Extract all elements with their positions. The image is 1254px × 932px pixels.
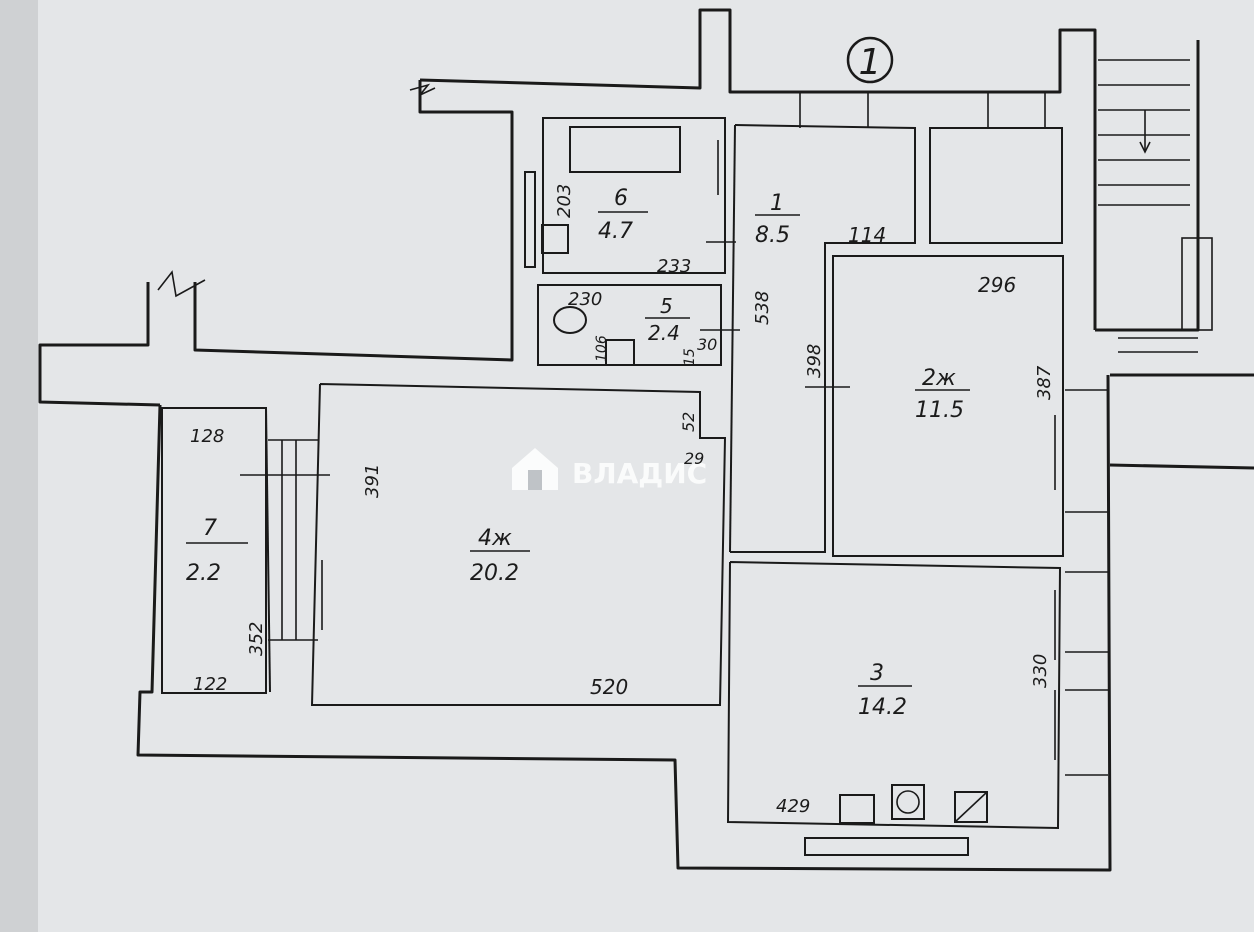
dim-29: 29 [684,449,704,468]
sink-icon-6 [541,224,569,254]
plan-marker: 1 [846,36,894,84]
room-6-area: 4.7 [598,219,633,244]
interior-walls [161,59,1213,856]
plan-marker-number: 1 [859,42,882,83]
paper-shadow [0,0,38,932]
room-5-number: 5 [660,294,673,318]
dim-203: 203 [554,184,575,218]
dim-128: 128 [190,426,224,447]
windows [268,92,1108,776]
dim-230: 230 [568,289,602,310]
dim-352: 352 [246,622,267,656]
watermark: ВЛАДИС [512,448,707,490]
house-logo-icon [512,448,558,490]
stove-icon [839,794,875,824]
dim-398: 398 [804,344,825,378]
room-5-area: 2.4 [648,321,680,345]
room-3-area: 14.2 [858,695,907,720]
sink-icon-3 [954,791,988,823]
room-3-number: 3 [870,661,884,686]
dim-30: 30 [697,335,717,354]
dim-233: 233 [657,256,691,277]
radiator-icon [804,837,969,856]
dim-114: 114 [848,223,886,247]
dim-429: 429 [776,796,810,817]
room-6-number: 6 [614,186,628,211]
dimension-labels: 203 233 114 230 538 106 15 30 296 398 38… [190,184,1055,817]
room-4-area: 20.2 [470,561,519,586]
room-4-number: 4ж [478,526,512,551]
room-7-area: 2.2 [186,561,221,586]
dim-520: 520 [590,675,628,699]
staircase [1098,59,1213,353]
room-labels: 6 4.7 1 8.5 5 2.4 2ж 11.5 4ж 20.2 7 2.2 … [186,186,970,720]
bathtub-icon [569,126,681,173]
room-7-number: 7 [203,516,217,541]
vent-icon [891,784,925,820]
dim-122: 122 [193,674,227,695]
room-1-number: 1 [770,191,784,216]
room-1-area: 8.5 [755,223,790,248]
toilet-icon [553,306,587,334]
dim-538: 538 [752,291,773,325]
room-2-area: 11.5 [915,398,964,423]
outer-walls [38,8,1254,872]
dim-387: 387 [1034,365,1055,400]
watermark-text: ВЛАДИС [572,457,707,490]
dim-15: 15 [682,348,698,366]
sink-icon-5 [605,339,635,366]
dim-106: 106 [594,335,610,362]
dim-296: 296 [978,273,1016,297]
dimension-ticks [240,140,1056,760]
dim-52: 52 [679,412,698,432]
room-2-number: 2ж [922,366,956,391]
dim-330: 330 [1030,654,1051,688]
dim-391: 391 [362,464,383,498]
